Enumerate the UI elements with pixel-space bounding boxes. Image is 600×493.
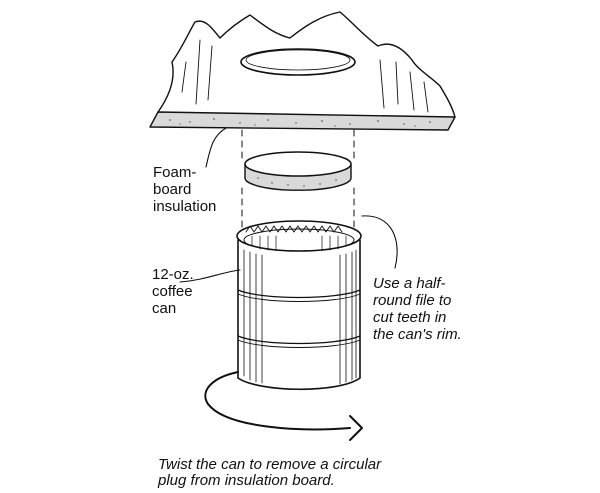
foam-plug	[244, 151, 352, 191]
dashed-guides	[241, 129, 355, 229]
foam-board-label: Foam- board insulation	[153, 164, 217, 215]
coffee-can-label: 12-oz. coffee can	[152, 266, 194, 317]
leader-half-round-file	[361, 215, 398, 269]
twist-arrow	[204, 371, 363, 441]
leader-foam-board	[205, 127, 227, 168]
foam-board-slab	[149, 11, 456, 131]
twist-caption: Twist the can to remove a circular plug …	[158, 456, 382, 489]
coffee-can	[236, 220, 362, 391]
half-round-file-label: Use a half- round file to cut teeth in t…	[373, 275, 462, 343]
leader-coffee-can	[179, 269, 241, 283]
